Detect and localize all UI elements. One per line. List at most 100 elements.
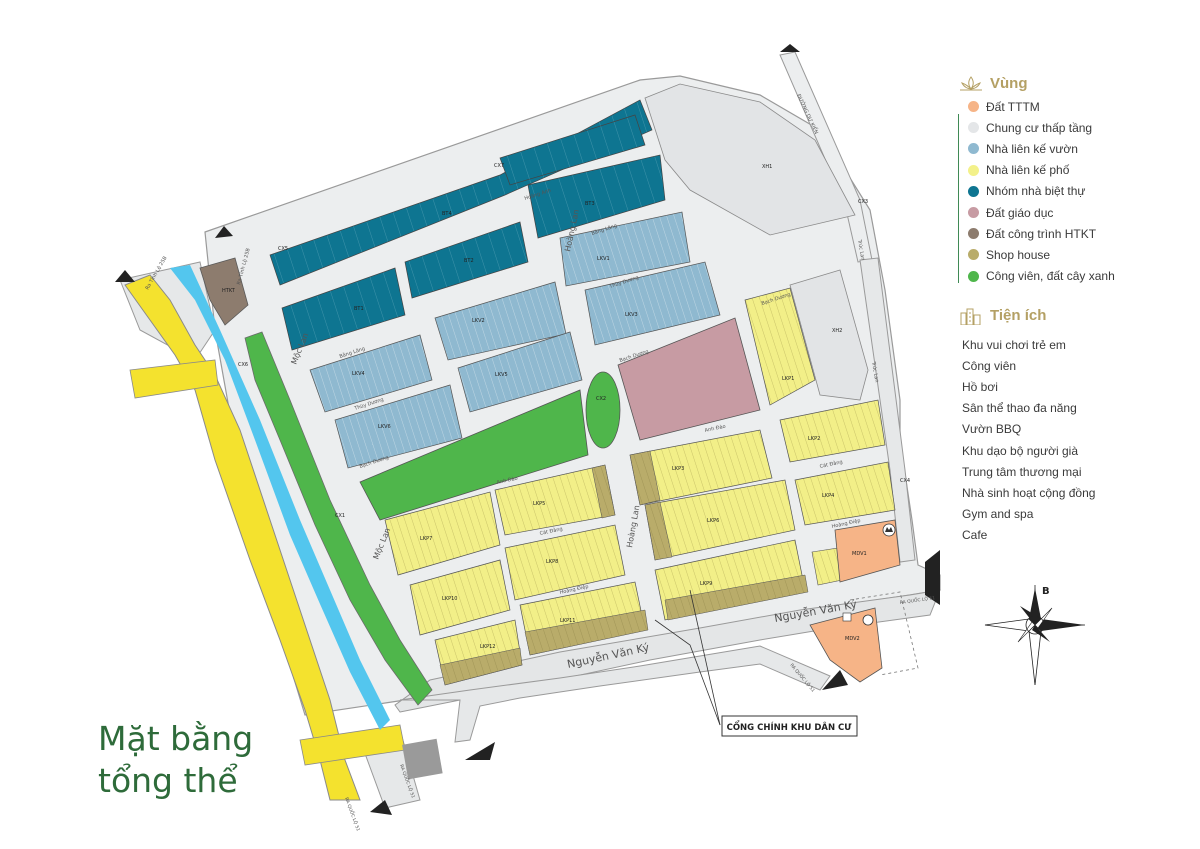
legend-zone-label: Công viên, đất cây xanh <box>986 269 1115 284</box>
lot-education <box>617 317 761 441</box>
lot-mdv2 <box>809 607 883 683</box>
legend-zone-item: Shop house <box>968 244 1178 265</box>
garden-townhouse-zone <box>309 211 721 469</box>
tag-bt3: BT3 <box>585 201 595 207</box>
lot-lkv1 <box>559 211 691 287</box>
lot-mdv1 <box>834 519 901 583</box>
legend-amenity-item: Hồ bơi <box>962 380 998 395</box>
legend-zone-item: Chung cư thấp tầng <box>968 117 1178 138</box>
legend-swatch <box>968 228 979 240</box>
villa-zone <box>269 99 666 351</box>
tag-htkt: HTKT <box>222 288 236 294</box>
direction-arrows <box>115 44 940 815</box>
legend-amenity-item: Nhà sinh hoạt cộng đồng <box>962 486 1096 500</box>
legend-zone-label: Đất công trình HTKT <box>986 226 1097 241</box>
main-gate-callout: CỔNG CHÍNH KHU DÂN CƯ <box>654 589 858 737</box>
lot-bt1 <box>281 267 406 351</box>
dashed-boundary <box>849 591 919 676</box>
tag-cx7: CX7 <box>494 163 504 169</box>
street-cat-dang-1: Cát Đằng <box>539 525 563 537</box>
tag-lkp11: LKP11 <box>560 618 575 624</box>
tag-lkp7: LKP7 <box>420 536 432 542</box>
tag-cx6: CX6 <box>238 362 248 368</box>
legend-amenity-item: Khu vui chơi trẻ em <box>962 337 1066 352</box>
tag-cx3: CX3 <box>858 199 868 205</box>
lot-code-tags: LKP1 LKP2 LKP3 LKP4 LKP5 LKP6 LKP7 LKP8 … <box>222 163 910 650</box>
tag-mdv2: MDV2 <box>845 636 860 642</box>
legend-amenity-item: Sân thể thao đa năng <box>962 401 1077 416</box>
legend-zone-item: Đất TTTM <box>968 96 1178 117</box>
legend-amenity-item: Cafe <box>962 528 988 543</box>
street-anh-dao-2: Anh Đào <box>496 475 518 486</box>
arrow-quoc-lo-right-icon <box>822 670 848 690</box>
legend-amenity-item: Vườn BBQ <box>962 422 1022 437</box>
lot-lkv3 <box>584 261 721 346</box>
compass-rose-icon: B <box>984 585 1085 686</box>
tag-lkv1: LKV1 <box>597 256 610 262</box>
tag-lkp3: LKP3 <box>672 466 684 472</box>
page-title: Mặt bằng tổng thể <box>98 718 253 802</box>
arrow-tinh-lo-left-icon <box>115 270 135 282</box>
legend-zone-label: Đất giáo dục <box>986 205 1054 220</box>
main-gate-label: CỔNG CHÍNH KHU DÂN CƯ <box>727 720 853 733</box>
tag-lkv5: LKV5 <box>495 372 508 378</box>
legend-zone-label: Nhà liên kế vườn <box>986 141 1078 156</box>
tag-mdv1: MDV1 <box>852 551 867 557</box>
tag-lkp12: LKP12 <box>480 644 495 650</box>
legend-swatch <box>968 164 979 176</box>
legend-zone-label: Nhóm nhà biệt thự <box>986 184 1086 199</box>
legend-zone-item: Đất giáo dục <box>968 202 1178 223</box>
tag-lkp2: LKP2 <box>808 436 820 442</box>
legend-amenity-item: Trung tâm thương mại <box>962 464 1082 479</box>
lot-xh2 <box>789 269 869 401</box>
tag-lkp6: LKP6 <box>707 518 719 524</box>
street-truc-lan-2: Trúc Lan <box>870 360 881 383</box>
lot-lkv4 <box>309 334 433 413</box>
legend-swatch <box>968 122 979 134</box>
arrow-bottom-left-icon <box>370 800 392 815</box>
legend-swatch <box>968 185 979 197</box>
tag-lkp1: LKP1 <box>782 376 794 382</box>
legend-zone-label: Nhà liên kế phố <box>986 163 1070 178</box>
legend-zone-item: Nhà liên kế vườn <box>968 138 1178 159</box>
tag-lkp10: LKP10 <box>442 596 457 602</box>
zones-heading-text: Vùng <box>990 74 1028 92</box>
tag-cx1: CX1 <box>335 513 345 519</box>
tag-bt2: BT2 <box>464 258 474 264</box>
tag-bt1: BT1 <box>354 306 364 312</box>
lot-lkp3-shop <box>629 450 661 506</box>
lot-lkv5 <box>457 331 583 413</box>
legend-zone-item: Công viên, đất cây xanh <box>968 266 1178 287</box>
lot-lkp11-shop <box>524 609 649 656</box>
canal <box>170 265 390 730</box>
legend-zone-label: Shop house <box>986 247 1051 262</box>
legend-zone-label: Đất TTTM <box>986 99 1040 114</box>
lot-xh1 <box>644 83 856 236</box>
amenities-heading-text: Tiện ích <box>990 307 1047 325</box>
legend-zone-item: Nhà liên kế phố <box>968 160 1178 181</box>
park-cx3 <box>359 389 589 521</box>
lot-lkp2 <box>779 399 886 463</box>
main-road-crossing <box>129 359 219 399</box>
lot-lkp12-shop <box>439 647 523 686</box>
tag-lkv4: LKV4 <box>352 371 365 377</box>
street-truc-lan-1: Trúc Lan <box>856 238 867 261</box>
tag-cx5: CX5 <box>278 246 288 252</box>
compass-north-label: B <box>1042 586 1050 597</box>
lot-lkp8 <box>504 524 626 601</box>
lot-lkp10 <box>409 559 511 636</box>
legend-amenity-item: Khu dạo bộ người già <box>962 443 1078 458</box>
legend-zone-label: Chung cư thấp tầng <box>986 120 1093 135</box>
spa-marker-icon <box>842 612 852 622</box>
arrow-tinh-lo-top-icon <box>215 226 233 238</box>
tag-lkv3: LKV3 <box>625 312 638 318</box>
tag-lkp9: LKP9 <box>700 581 712 587</box>
lot-htkt <box>199 257 249 326</box>
tag-lkp5: LKP5 <box>533 501 545 507</box>
title-line-1: Mặt bằng <box>98 719 254 758</box>
tag-cx4: CX4 <box>900 478 910 484</box>
